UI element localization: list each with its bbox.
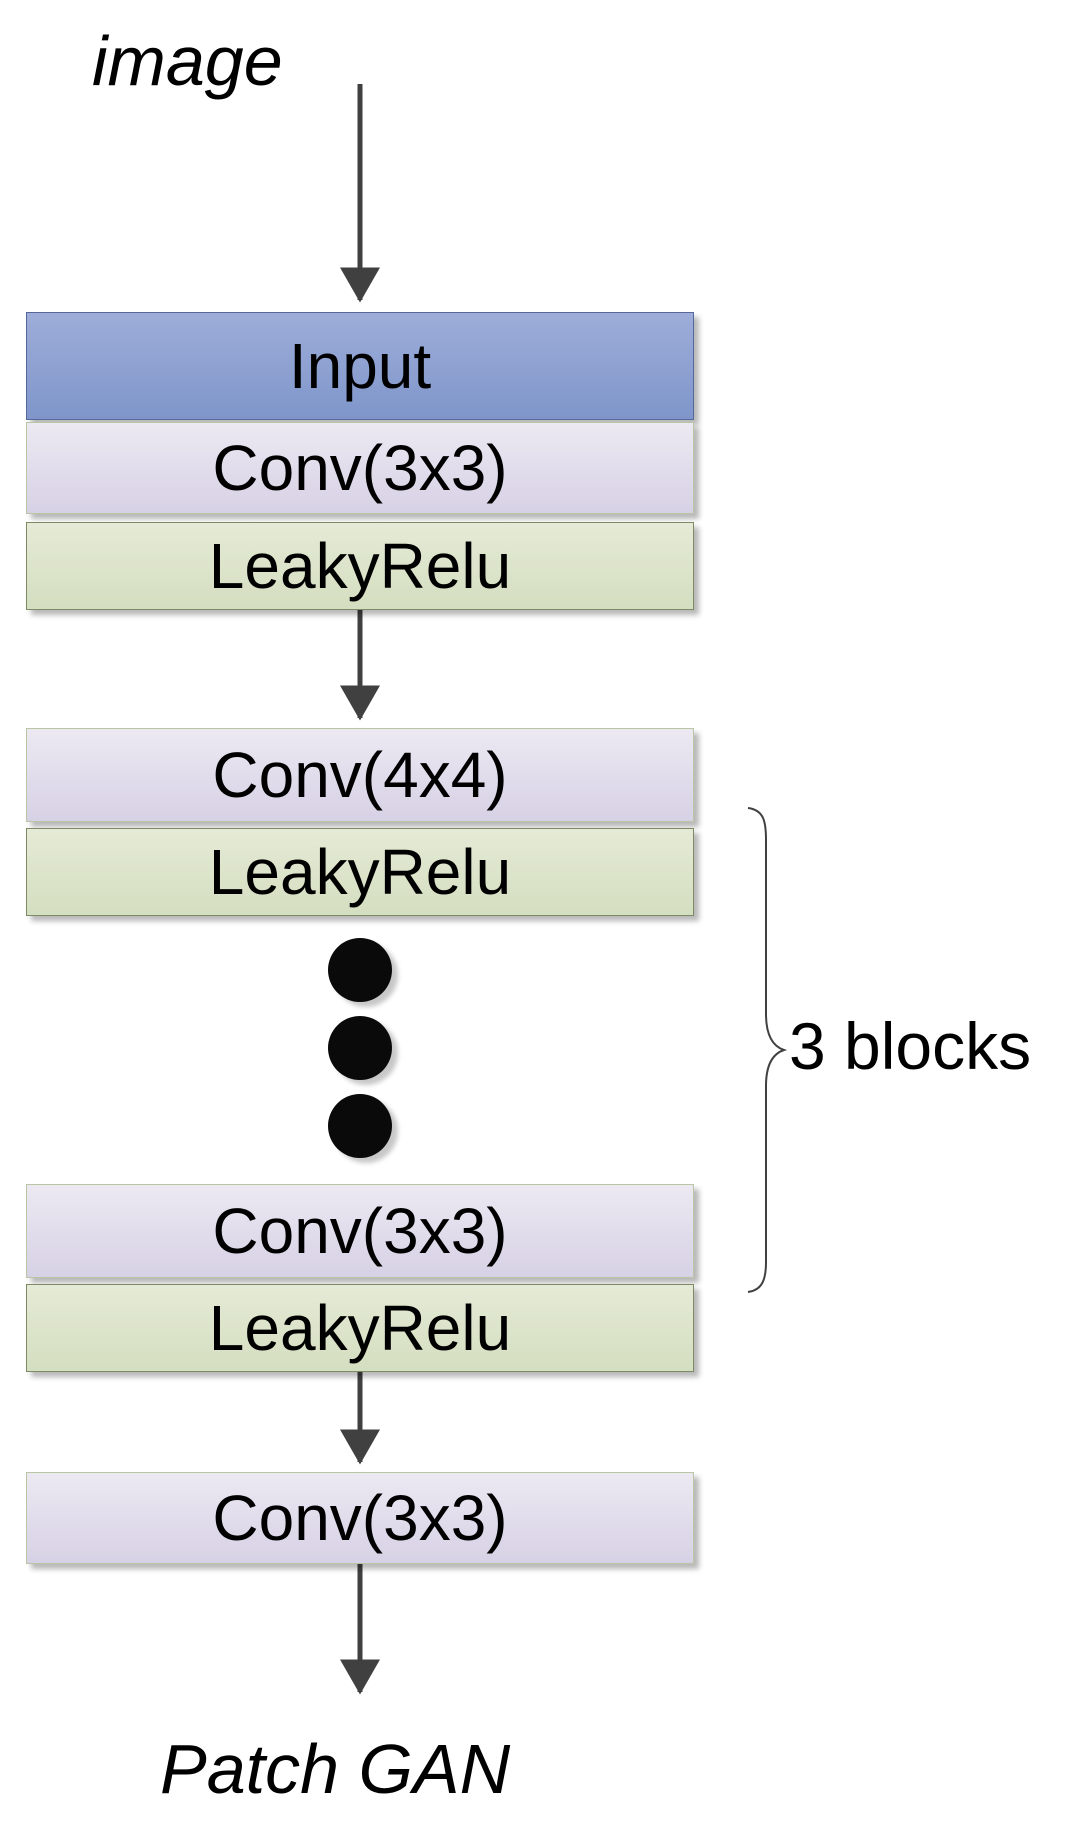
leakyrelu-block-1: LeakyRelu bbox=[26, 522, 694, 610]
ellipsis-dot-1 bbox=[328, 938, 392, 1002]
conv-block-3: Conv(3x3) bbox=[26, 1184, 694, 1278]
conv-block-4: Conv(3x3) bbox=[26, 1472, 694, 1564]
brace-label: 3 blocks bbox=[789, 1009, 1032, 1083]
leakyrelu-block-3: LeakyRelu bbox=[26, 1284, 694, 1372]
input-label: image bbox=[92, 22, 283, 100]
leakyrelu-block-2: LeakyRelu bbox=[26, 828, 694, 916]
ellipsis-dot-3 bbox=[328, 1094, 392, 1158]
conv-block-1: Conv(3x3) bbox=[26, 422, 694, 514]
conv-block-2: Conv(4x4) bbox=[26, 728, 694, 822]
input-block: Input bbox=[26, 312, 694, 420]
curly-brace bbox=[747, 807, 788, 1293]
output-label: Patch GAN bbox=[160, 1730, 511, 1808]
ellipsis-dot-2 bbox=[328, 1016, 392, 1080]
